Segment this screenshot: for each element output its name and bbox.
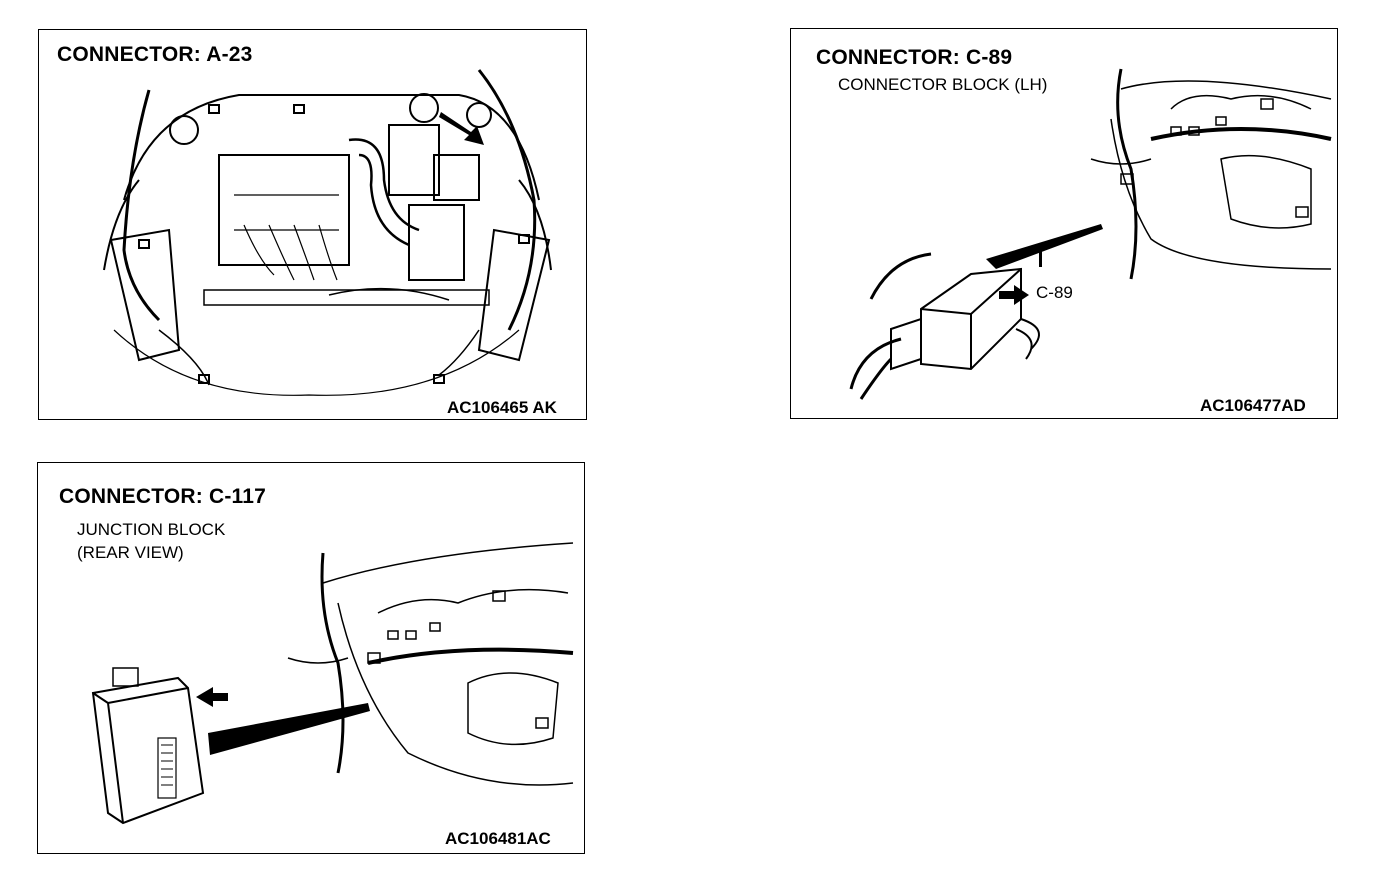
panel-title: CONNECTOR: C-89 [816, 46, 1013, 69]
image-code: AC106477AD [1200, 396, 1306, 415]
panel-connector-a23: CONNECTOR: A-23 AC106465 AK [38, 29, 587, 420]
panel-subtitle-line2: (REAR VIEW) [77, 543, 184, 562]
panel-subtitle-line1: JUNCTION BLOCK [77, 520, 226, 539]
panel-title: CONNECTOR: A-23 [57, 43, 253, 66]
connector-callout-label: C-89 [1036, 283, 1073, 302]
panel-connector-c89: CONNECTOR: C-89 CONNECTOR BLOCK (LH) C-8… [790, 28, 1338, 419]
engine-compartment-illustration [103, 69, 552, 396]
panel-subtitle: CONNECTOR BLOCK (LH) [838, 75, 1048, 94]
panel-title: CONNECTOR: C-117 [59, 485, 267, 508]
image-code: AC106465 AK [447, 398, 557, 417]
panel-connector-c117: CONNECTOR: C-117 JUNCTION BLOCK (REAR VI… [37, 462, 585, 854]
dashboard-harness-illustration [849, 68, 1332, 400]
image-code: AC106481AC [445, 829, 551, 848]
dashboard-junction-block-illustration [91, 542, 574, 825]
